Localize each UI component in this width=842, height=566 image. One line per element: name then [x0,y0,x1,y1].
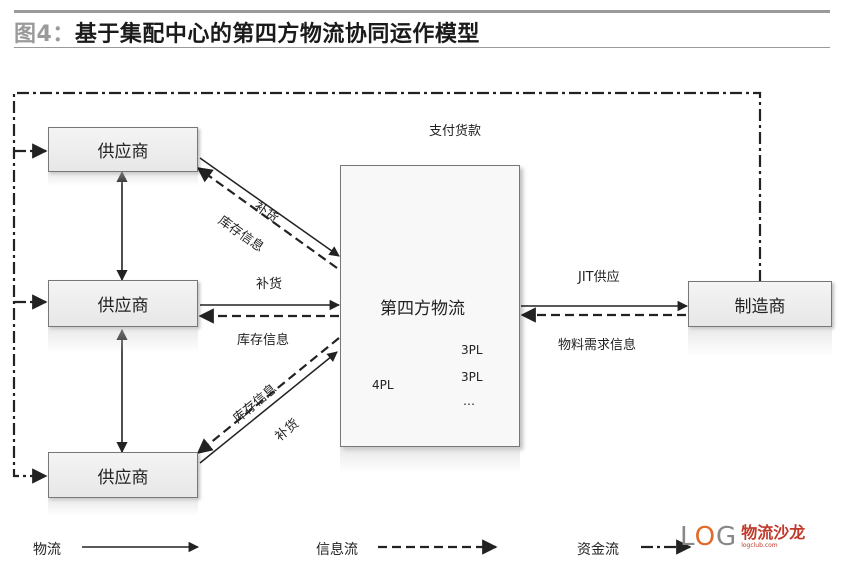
center-reflection [340,447,520,473]
inventory-mid-label: 库存信息 [237,333,290,348]
manufacturer-label: 制造商 [734,296,786,317]
replenish-top-arrow [199,157,340,257]
threepl-label-1: 3PL [461,343,483,357]
supplier-box-bot: 供应商 [48,452,198,498]
supplier-box-mid: 供应商 [48,280,198,327]
manufacturer-box: 制造商 [688,281,832,327]
title-rule [14,47,830,48]
legend-information-label: 信息流 [316,542,358,558]
legend-capital-label: 资金流 [577,542,619,558]
manufacturer-reflection [688,327,832,357]
supplier-mid-reflection [48,327,198,353]
replenish-mid-label: 补货 [256,277,283,292]
replenish-bot-arrow [199,351,338,464]
capital-flow-loop [12,91,762,484]
supplier-bot-label: 供应商 [97,467,149,488]
figure-caption: 基于集配中心的第四方物流协同运作模型 [74,22,480,47]
logo-latin: LOG [680,522,738,552]
fourpl-label: 4PL [372,378,394,392]
threepl-label-2: 3PL [461,370,483,384]
center-label: 第四方物流 [380,299,465,319]
payment-label: 支付货款 [429,124,482,139]
supplier-top-reflection [48,172,198,186]
supplier-bot-reflection [48,498,198,516]
demand-info-label: 物料需求信息 [558,338,637,353]
supplier-top-label: 供应商 [97,142,149,162]
figure-number: 图4： [14,22,75,47]
supplier-box-top: 供应商 [48,127,198,172]
figure-title: 图4：基于集配中心的第四方物流协同运作模型 [14,16,480,48]
legend-material-label: 物流 [33,542,61,558]
inventory-bot-arrow [196,337,340,454]
jit-label: JIT供应 [578,270,620,285]
supplier-mid-label: 供应商 [97,296,149,316]
top-rule [14,10,830,13]
ellipsis-label: … [463,394,475,408]
fourth-party-logistics-box [340,165,520,447]
inventory-top-arrow [196,167,338,269]
